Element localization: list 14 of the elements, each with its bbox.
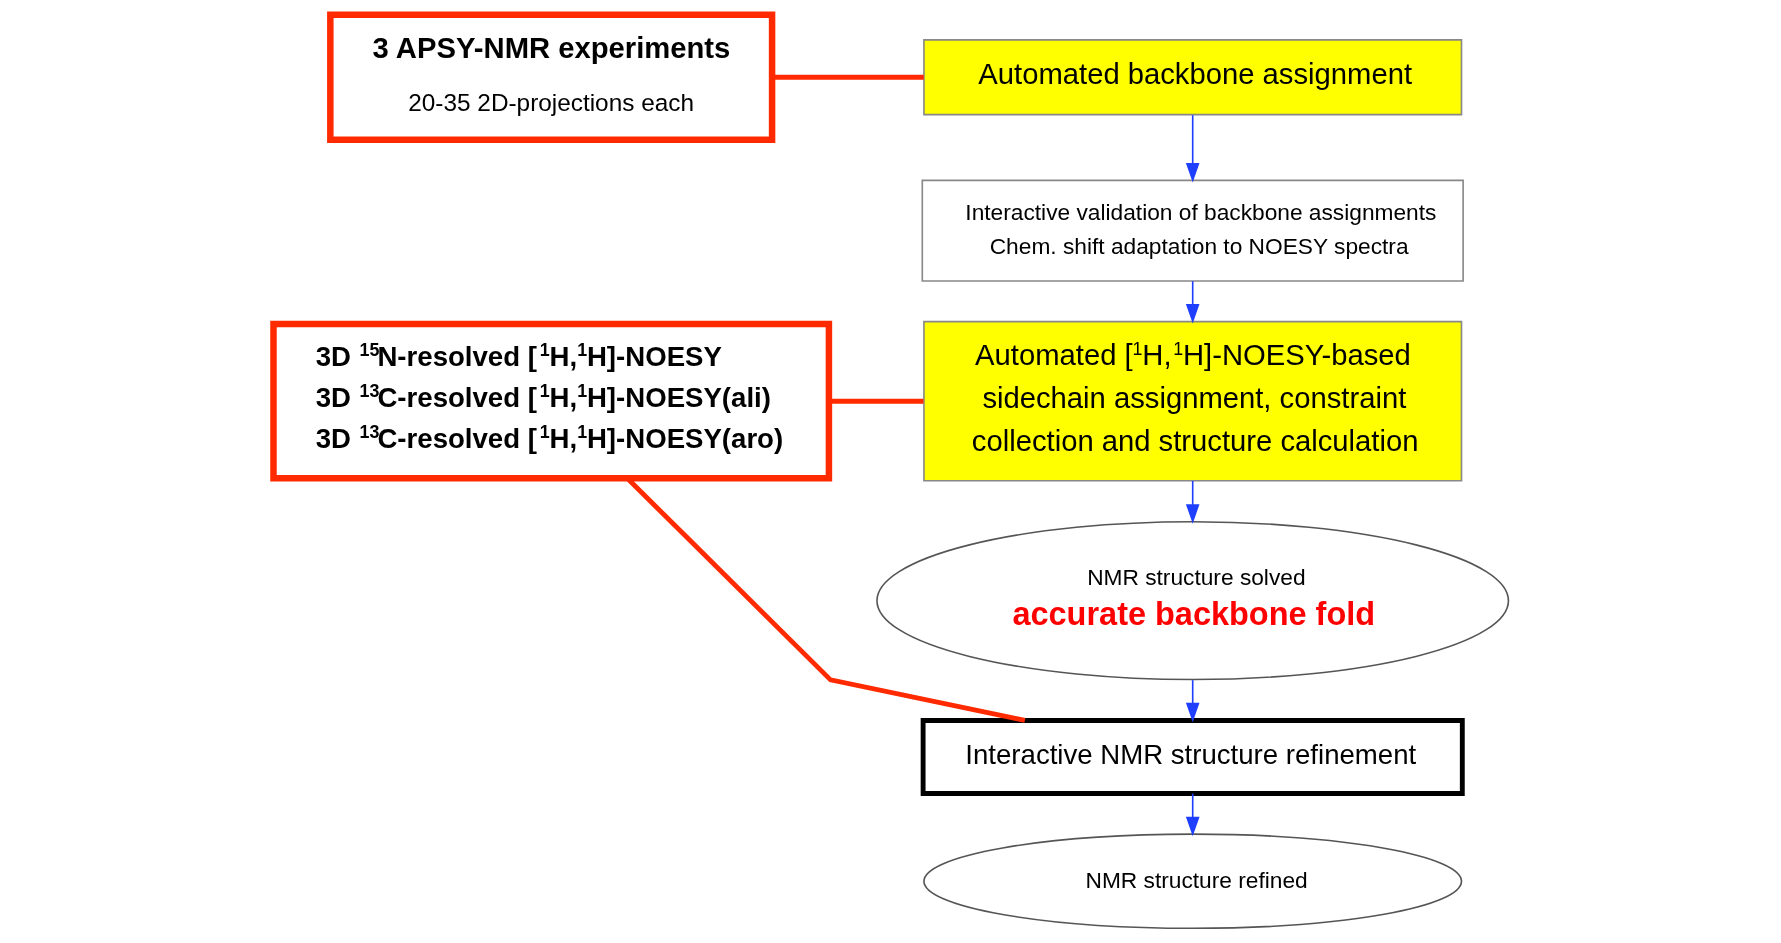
node-box: 3D $^{15}$N-resolved [$^{1}$H,$^{1}$H]-NOESY 3D $^{13}$C-resolved [$^{1}$H,$^{1}$H]-NOESY(ali) 3D $^{13}$C-resolved [$^{1}$H,$^{1}$H]-NOESY(aro) [269,320,832,482]
node-ellipse: NMR structure solved accurate backbone fold [875,520,1509,681]
node-box: 3 APSY-NMR experiments 20-35 2D-projections each [326,11,775,143]
node-ellipse: NMR structure refined [922,833,1462,930]
arrow [1185,114,1200,183]
arrow [1185,480,1200,524]
arrow [1185,280,1200,324]
arrow [1185,679,1200,723]
node-box: Automated backbone assignment [922,39,1462,116]
node-box: Automated [$^{1}$H,$^{1}$H]-NOESY-based sidechain assignment, constraint collection and structure calculation [922,320,1462,482]
arrow [1185,792,1200,837]
connector [625,476,1025,723]
node-box: Interactive NMR structure refinement [920,718,1465,796]
node-box: Interactive validation of backbone assignments Chem. shift adaptation to NOESY spectra [921,179,1464,282]
